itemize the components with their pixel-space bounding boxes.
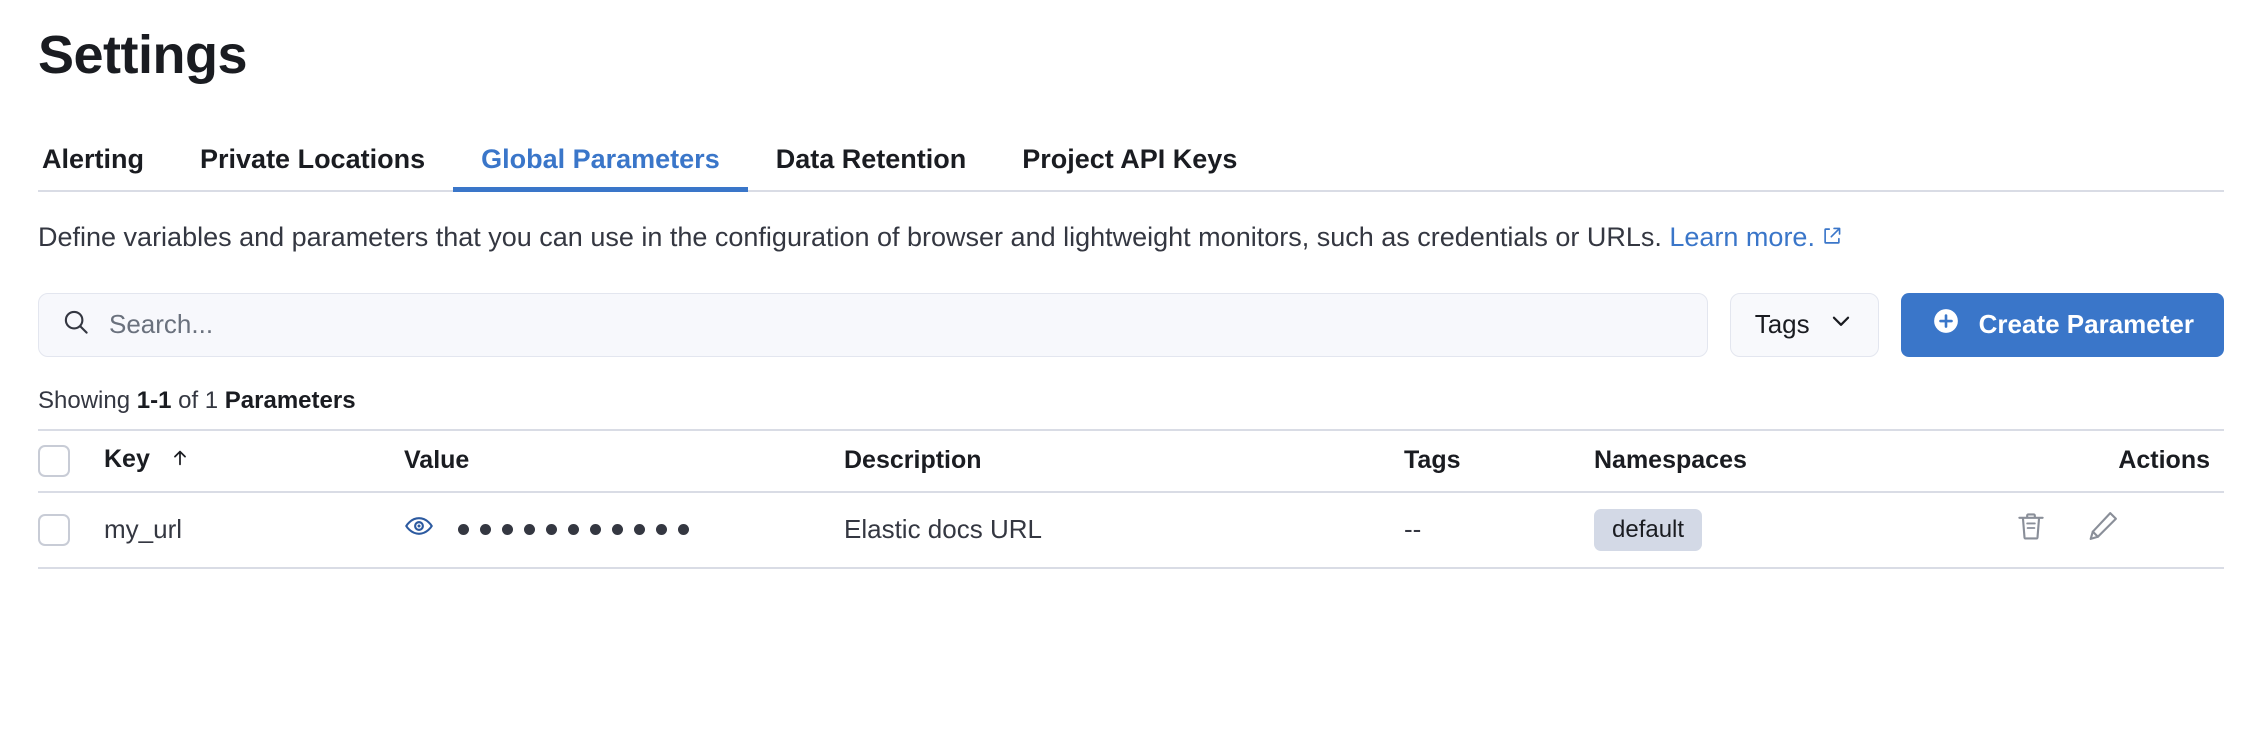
cell-namespaces: default [1594, 491, 2014, 569]
cell-tags: -- [1404, 491, 1594, 569]
table-header: Key Value Description Tags Namespaces Ac… [38, 428, 2224, 493]
eye-icon[interactable] [404, 511, 434, 548]
select-all-checkbox[interactable] [38, 444, 70, 477]
tab-private-locations[interactable]: Private Locations [200, 143, 426, 174]
tags-filter-label: Tags [1754, 309, 1810, 340]
create-parameter-label: Create Parameter [1978, 309, 2194, 340]
column-header-description[interactable]: Description [844, 428, 1404, 493]
cell-description: Elastic docs URL [844, 491, 1404, 569]
trash-icon[interactable] [2014, 509, 2048, 546]
table-row: my_url [38, 491, 2224, 569]
cell-key: my_url [104, 491, 404, 569]
create-parameter-button[interactable]: Create Parameter [1900, 292, 2224, 357]
table-header-row: Key Value Description Tags Namespaces Ac… [38, 428, 2224, 493]
search-field[interactable] [38, 292, 1708, 357]
column-header-namespaces[interactable]: Namespaces [1594, 428, 2014, 493]
select-all-header [38, 428, 104, 493]
row-select-cell [38, 491, 104, 569]
chevron-down-icon [1828, 308, 1854, 341]
tab-project-api-keys[interactable]: Project API Keys [1022, 143, 1238, 174]
table-body: my_url [38, 491, 2224, 569]
column-header-key[interactable]: Key [104, 428, 404, 493]
tags-filter-dropdown[interactable]: Tags [1729, 292, 1879, 357]
cell-value [404, 491, 844, 569]
parameters-table: Key Value Description Tags Namespaces Ac… [38, 428, 2224, 569]
masked-value-dots [458, 524, 689, 536]
tab-data-retention[interactable]: Data Retention [775, 143, 967, 174]
column-header-key-label: Key [104, 445, 150, 474]
results-count: Showing 1-1 of 1 Parameters [38, 387, 2224, 415]
search-input[interactable] [109, 293, 1685, 356]
controls-row: Tags Create Parameter [38, 292, 2224, 357]
showing-entity: Parameters [224, 386, 356, 414]
tab-alerting[interactable]: Alerting [42, 143, 145, 174]
showing-range: 1-1 [136, 386, 172, 414]
description-body: Define variables and parameters that you… [38, 221, 1670, 252]
arrow-up-icon [169, 447, 191, 476]
external-link-icon [1821, 219, 1843, 257]
column-header-tags[interactable]: Tags [1404, 428, 1594, 493]
settings-tabs: Alerting Private Locations Global Parame… [38, 128, 2224, 192]
description-text: Define variables and parameters that you… [38, 218, 2224, 257]
showing-prefix: Showing [38, 386, 137, 414]
pencil-icon[interactable] [2086, 509, 2120, 546]
learn-more-link[interactable]: Learn more. [1669, 221, 1815, 252]
tab-global-parameters[interactable]: Global Parameters [453, 145, 748, 192]
column-header-actions: Actions [2014, 428, 2224, 493]
search-icon [61, 307, 91, 342]
cell-actions [2014, 491, 2224, 569]
page-title: Settings [38, 25, 248, 85]
namespace-badge: default [1594, 508, 1703, 552]
plus-circle-icon [1931, 306, 1961, 343]
showing-middle: of 1 [171, 386, 225, 414]
row-select-checkbox[interactable] [38, 514, 70, 547]
column-header-value[interactable]: Value [404, 428, 844, 493]
